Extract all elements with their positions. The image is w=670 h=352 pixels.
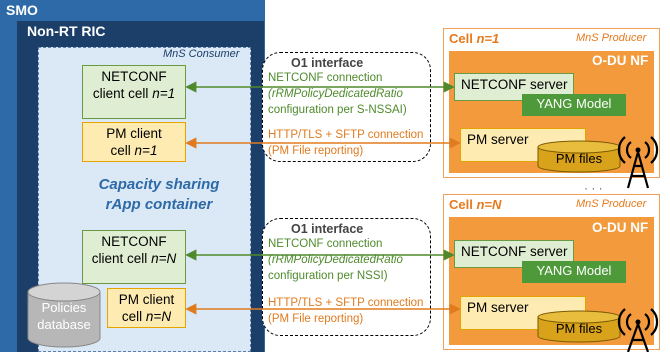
cell-index: n=1	[476, 31, 500, 46]
rapp-label-line2: rApp container	[105, 196, 213, 213]
o1-netconf-line1: NETCONF connection	[268, 72, 383, 84]
pm-client-label: PM client	[118, 292, 175, 307]
pm-files-icon	[537, 140, 621, 173]
pm-files-label: PM files	[555, 151, 603, 166]
yang-model-1: YANG Model	[522, 94, 626, 116]
smo-label: SMO	[6, 2, 38, 18]
pm-client-cell-1: PM client cell n=1	[82, 122, 186, 162]
netconf-client-label: NETCONF	[101, 69, 167, 84]
netconf-client-label: NETCONF	[101, 234, 167, 249]
yang-model-n: YANG Model	[522, 261, 626, 283]
cell-index: n=N	[145, 309, 172, 324]
o1-netconf-line1: NETCONF connection	[268, 238, 383, 250]
o1-netconf-line3: configuration per NSSI)	[268, 270, 388, 282]
cells-ellipsis: · · ·	[584, 181, 603, 195]
cell-word: Cell	[449, 31, 477, 46]
pm-files-icon	[537, 310, 621, 343]
database-label-line1: Policies	[41, 300, 87, 315]
o1-interface-title: O1 interface	[291, 56, 364, 70]
cell-index: n=1	[152, 86, 176, 101]
odu-nf-label: O-DU NF	[592, 53, 649, 68]
mns-producer-label: MnS Producer	[576, 32, 647, 44]
netconf-client-cell-1: NETCONF client cell n=1	[82, 65, 186, 119]
rapp-label-line1: Capacity sharing	[98, 176, 220, 193]
cell-title-n: Cell n=N	[449, 197, 501, 212]
odu-nf-label: O-DU NF	[592, 220, 649, 235]
cell-index: n=1	[134, 143, 158, 158]
netconf-client-cell-text: client cell	[92, 86, 153, 101]
o1-pm-line2: (PM File reporting)	[268, 313, 364, 325]
cell-title-1: Cell n=1	[449, 31, 499, 46]
non-rt-ric-label: Non-RT RIC	[27, 23, 106, 39]
mns-consumer-label: MnS Consumer	[163, 48, 240, 60]
o1-interface-title: O1 interface	[291, 222, 364, 236]
netconf-server-1: NETCONF server	[454, 73, 574, 101]
cell-word: Cell	[449, 197, 477, 212]
netconf-client-cell-text: client cell	[91, 251, 152, 266]
pm-client-label: PM client	[106, 126, 162, 141]
database-icon	[27, 282, 101, 348]
database-label-line2: database	[37, 317, 91, 332]
pm-client-cell-n: PM client cell n=N	[107, 288, 186, 328]
antenna-icon	[617, 136, 659, 189]
o1-netconf-line3: configuration per S-NSSAI)	[268, 104, 407, 116]
o1-interface-frame-n	[262, 218, 431, 336]
mns-producer-label: MnS Producer	[576, 198, 647, 210]
pm-files-label: PM files	[555, 321, 603, 336]
pm-client-cell-text: cell	[110, 143, 135, 158]
cell-index: n=N	[476, 197, 502, 212]
cell-index: n=N	[151, 251, 177, 266]
pm-client-cell-text: cell	[121, 309, 146, 324]
antenna-icon	[617, 308, 659, 352]
